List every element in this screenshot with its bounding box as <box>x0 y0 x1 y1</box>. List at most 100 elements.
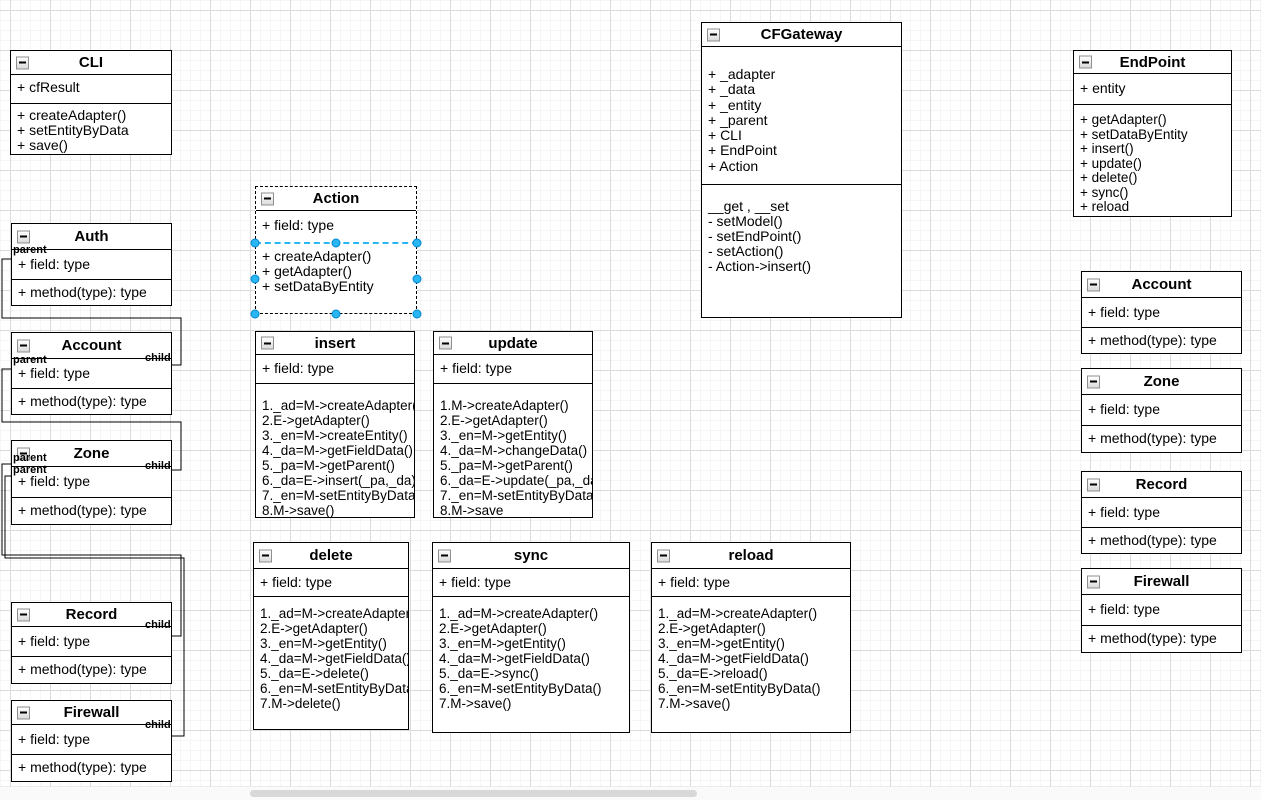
step-line: 4._da=M->getFieldData() <box>658 651 809 666</box>
collapse-icon[interactable] <box>261 336 274 350</box>
method-line: - setAction() <box>708 243 784 259</box>
class-delete[interactable]: delete + field: type 1._ad=M->createAdap… <box>253 542 409 730</box>
class-sync[interactable]: sync + field: type 1._ad=M->createAdapte… <box>432 542 630 733</box>
collapse-icon[interactable] <box>657 549 670 562</box>
edge-record-child-to-zone-parent[interactable] <box>1 463 182 637</box>
collapse-icon[interactable] <box>438 549 451 562</box>
collapse-icon[interactable] <box>707 28 720 41</box>
step-line: 6._da=E->update(_pa,_da) <box>440 473 592 488</box>
collapse-icon[interactable] <box>1079 55 1092 69</box>
class-cfgateway[interactable]: CFGateway + _adapter + _data + _entity +… <box>701 22 902 318</box>
collapse-icon[interactable] <box>17 339 30 352</box>
edge-firewall-child-to-zone-parent[interactable] <box>4 475 185 737</box>
class-auth-left[interactable]: Auth + field: type + method(type): type <box>11 223 172 306</box>
method-line: + reload <box>1080 199 1130 214</box>
class-insert[interactable]: insert + field: type 1._ad=M->createAdap… <box>255 331 415 518</box>
method-line: + method(type): type <box>1088 430 1217 446</box>
step-line: 8.M->save() <box>262 503 335 517</box>
class-title: Action <box>312 190 360 207</box>
field-line: + field: type <box>1088 504 1160 520</box>
collapse-icon[interactable] <box>439 336 452 350</box>
edge-account-child-to-auth-parent[interactable] <box>1 258 182 366</box>
field-line: + field: type <box>262 360 334 376</box>
class-account-right[interactable]: Account + field: type + method(type): ty… <box>1081 271 1242 354</box>
collapse-icon[interactable] <box>17 608 30 621</box>
class-firewall-right[interactable]: Firewall + field: type + method(type): t… <box>1081 568 1242 653</box>
collapse-icon[interactable] <box>1087 478 1100 491</box>
class-title: update <box>488 334 538 352</box>
step-line: 6._en=M-setEntityByData() <box>439 681 602 696</box>
class-title: delete <box>309 547 353 564</box>
class-title: sync <box>513 547 549 564</box>
selection-handle[interactable] <box>331 238 341 248</box>
collapse-icon[interactable] <box>1087 575 1100 588</box>
class-title: Record <box>65 606 118 623</box>
collapse-icon[interactable] <box>17 447 30 460</box>
selection-handle[interactable] <box>331 309 341 319</box>
class-endpoint[interactable]: EndPoint + entity + getAdapter() + setDa… <box>1073 50 1232 217</box>
class-firewall-left[interactable]: Firewall + field: type + method(type): t… <box>11 700 172 782</box>
collapse-icon[interactable] <box>17 230 30 243</box>
selection-handle[interactable] <box>412 309 422 319</box>
step-line: 1.M->createAdapter() <box>440 398 569 413</box>
edge-label-child: child <box>145 719 171 731</box>
step-line: 3._en=M->createEntity() <box>262 428 408 443</box>
collapse-icon[interactable] <box>259 549 272 562</box>
step-line: 2.E->getAdapter() <box>260 621 368 636</box>
method-line: + method(type): type <box>1088 532 1217 548</box>
class-title: insert <box>314 334 356 352</box>
minus-icon <box>20 235 27 238</box>
step-line: 2.E->getAdapter() <box>439 621 547 636</box>
class-zone-left[interactable]: Zone + field: type + method(type): type <box>11 440 172 525</box>
step-line: 6._en=M-setEntityByData() <box>260 681 408 696</box>
method-line: + method(type): type <box>18 284 147 300</box>
class-update[interactable]: update + field: type 1.M->createAdapter(… <box>433 331 593 518</box>
step-line: 4._da=M->getFieldData() <box>262 443 413 458</box>
field-line: + field: type <box>440 360 512 376</box>
edge-label-parent: parent <box>13 354 47 366</box>
minus-icon <box>20 613 27 616</box>
class-action[interactable]: Action + field: type + createAdapter() +… <box>255 186 417 314</box>
collapse-icon[interactable] <box>1087 278 1100 291</box>
selection-handle[interactable] <box>250 309 260 319</box>
class-account-left[interactable]: Account + field: type + method(type): ty… <box>11 332 172 415</box>
collapse-icon[interactable] <box>261 192 274 205</box>
class-zone-right[interactable]: Zone + field: type + method(type): type <box>1081 368 1242 453</box>
step-line: 5._da=E->reload() <box>658 666 768 681</box>
field-line: + field: type <box>260 574 332 590</box>
class-reload[interactable]: reload + field: type 1._ad=M->createAdap… <box>651 542 851 733</box>
method-line: + insert() <box>1080 141 1134 156</box>
field-line: + _entity <box>708 96 762 113</box>
horizontal-scrollbar-track[interactable] <box>0 786 1261 800</box>
field-line: + cfResult <box>17 79 80 95</box>
selection-handle[interactable] <box>250 238 260 248</box>
collapse-icon[interactable] <box>16 56 29 69</box>
class-title: CLI <box>78 54 104 71</box>
field-line: + field: type <box>18 256 90 272</box>
horizontal-scrollbar-thumb[interactable] <box>250 790 697 797</box>
field-line: + field: type <box>439 574 511 590</box>
method-line: - setModel() <box>708 213 783 229</box>
selection-handle[interactable] <box>250 274 260 284</box>
step-line: 5._pa=M->getParent() <box>440 458 573 473</box>
class-cli[interactable]: CLI + cfResult + createAdapter() + setEn… <box>10 50 172 155</box>
field-line: + entity <box>1080 80 1126 96</box>
selection-handle[interactable] <box>412 238 422 248</box>
field-line: + Action <box>708 157 759 174</box>
method-line: + getAdapter() <box>262 263 352 279</box>
step-line: 3._en=M->getEntity() <box>260 636 387 651</box>
field-line: + field: type <box>658 574 730 590</box>
selection-handle[interactable] <box>412 274 422 284</box>
class-record-right[interactable]: Record + field: type + method(type): typ… <box>1081 471 1242 554</box>
collapse-icon[interactable] <box>1087 375 1100 388</box>
method-line: + createAdapter() <box>262 248 372 264</box>
class-record-left[interactable]: Record + field: type + method(type): typ… <box>11 602 172 684</box>
edge-zone-child-to-account-parent[interactable] <box>1 368 182 471</box>
collapse-icon[interactable] <box>17 706 30 719</box>
step-line: 1._ad=M->createAdapter() <box>439 606 599 621</box>
edge-label-child: child <box>145 619 171 631</box>
method-line: + update() <box>1080 155 1142 171</box>
class-title: reload <box>728 547 774 564</box>
